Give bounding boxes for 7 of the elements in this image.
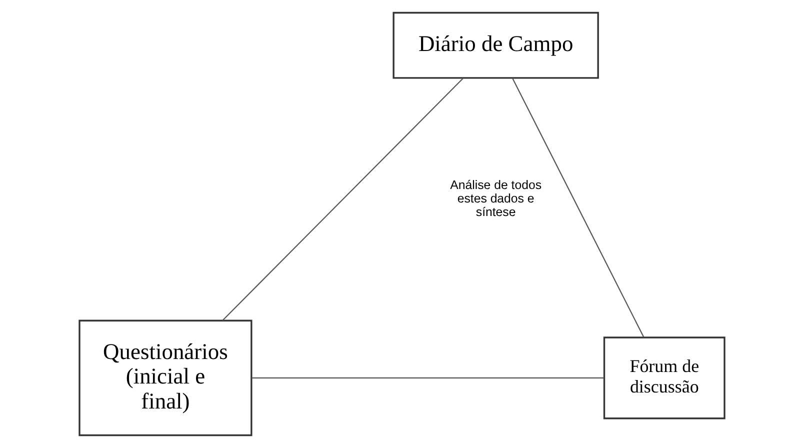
connector: [251, 377, 604, 379]
connector: [222, 78, 464, 321]
node-box: Questionários (inicial e final): [78, 320, 252, 436]
connector: [511, 78, 644, 338]
node-box: Diário de Campo: [392, 12, 598, 79]
node-box: Fórum de discussão: [602, 336, 725, 420]
label: Análise de todos estes dados e síntese: [450, 178, 542, 219]
